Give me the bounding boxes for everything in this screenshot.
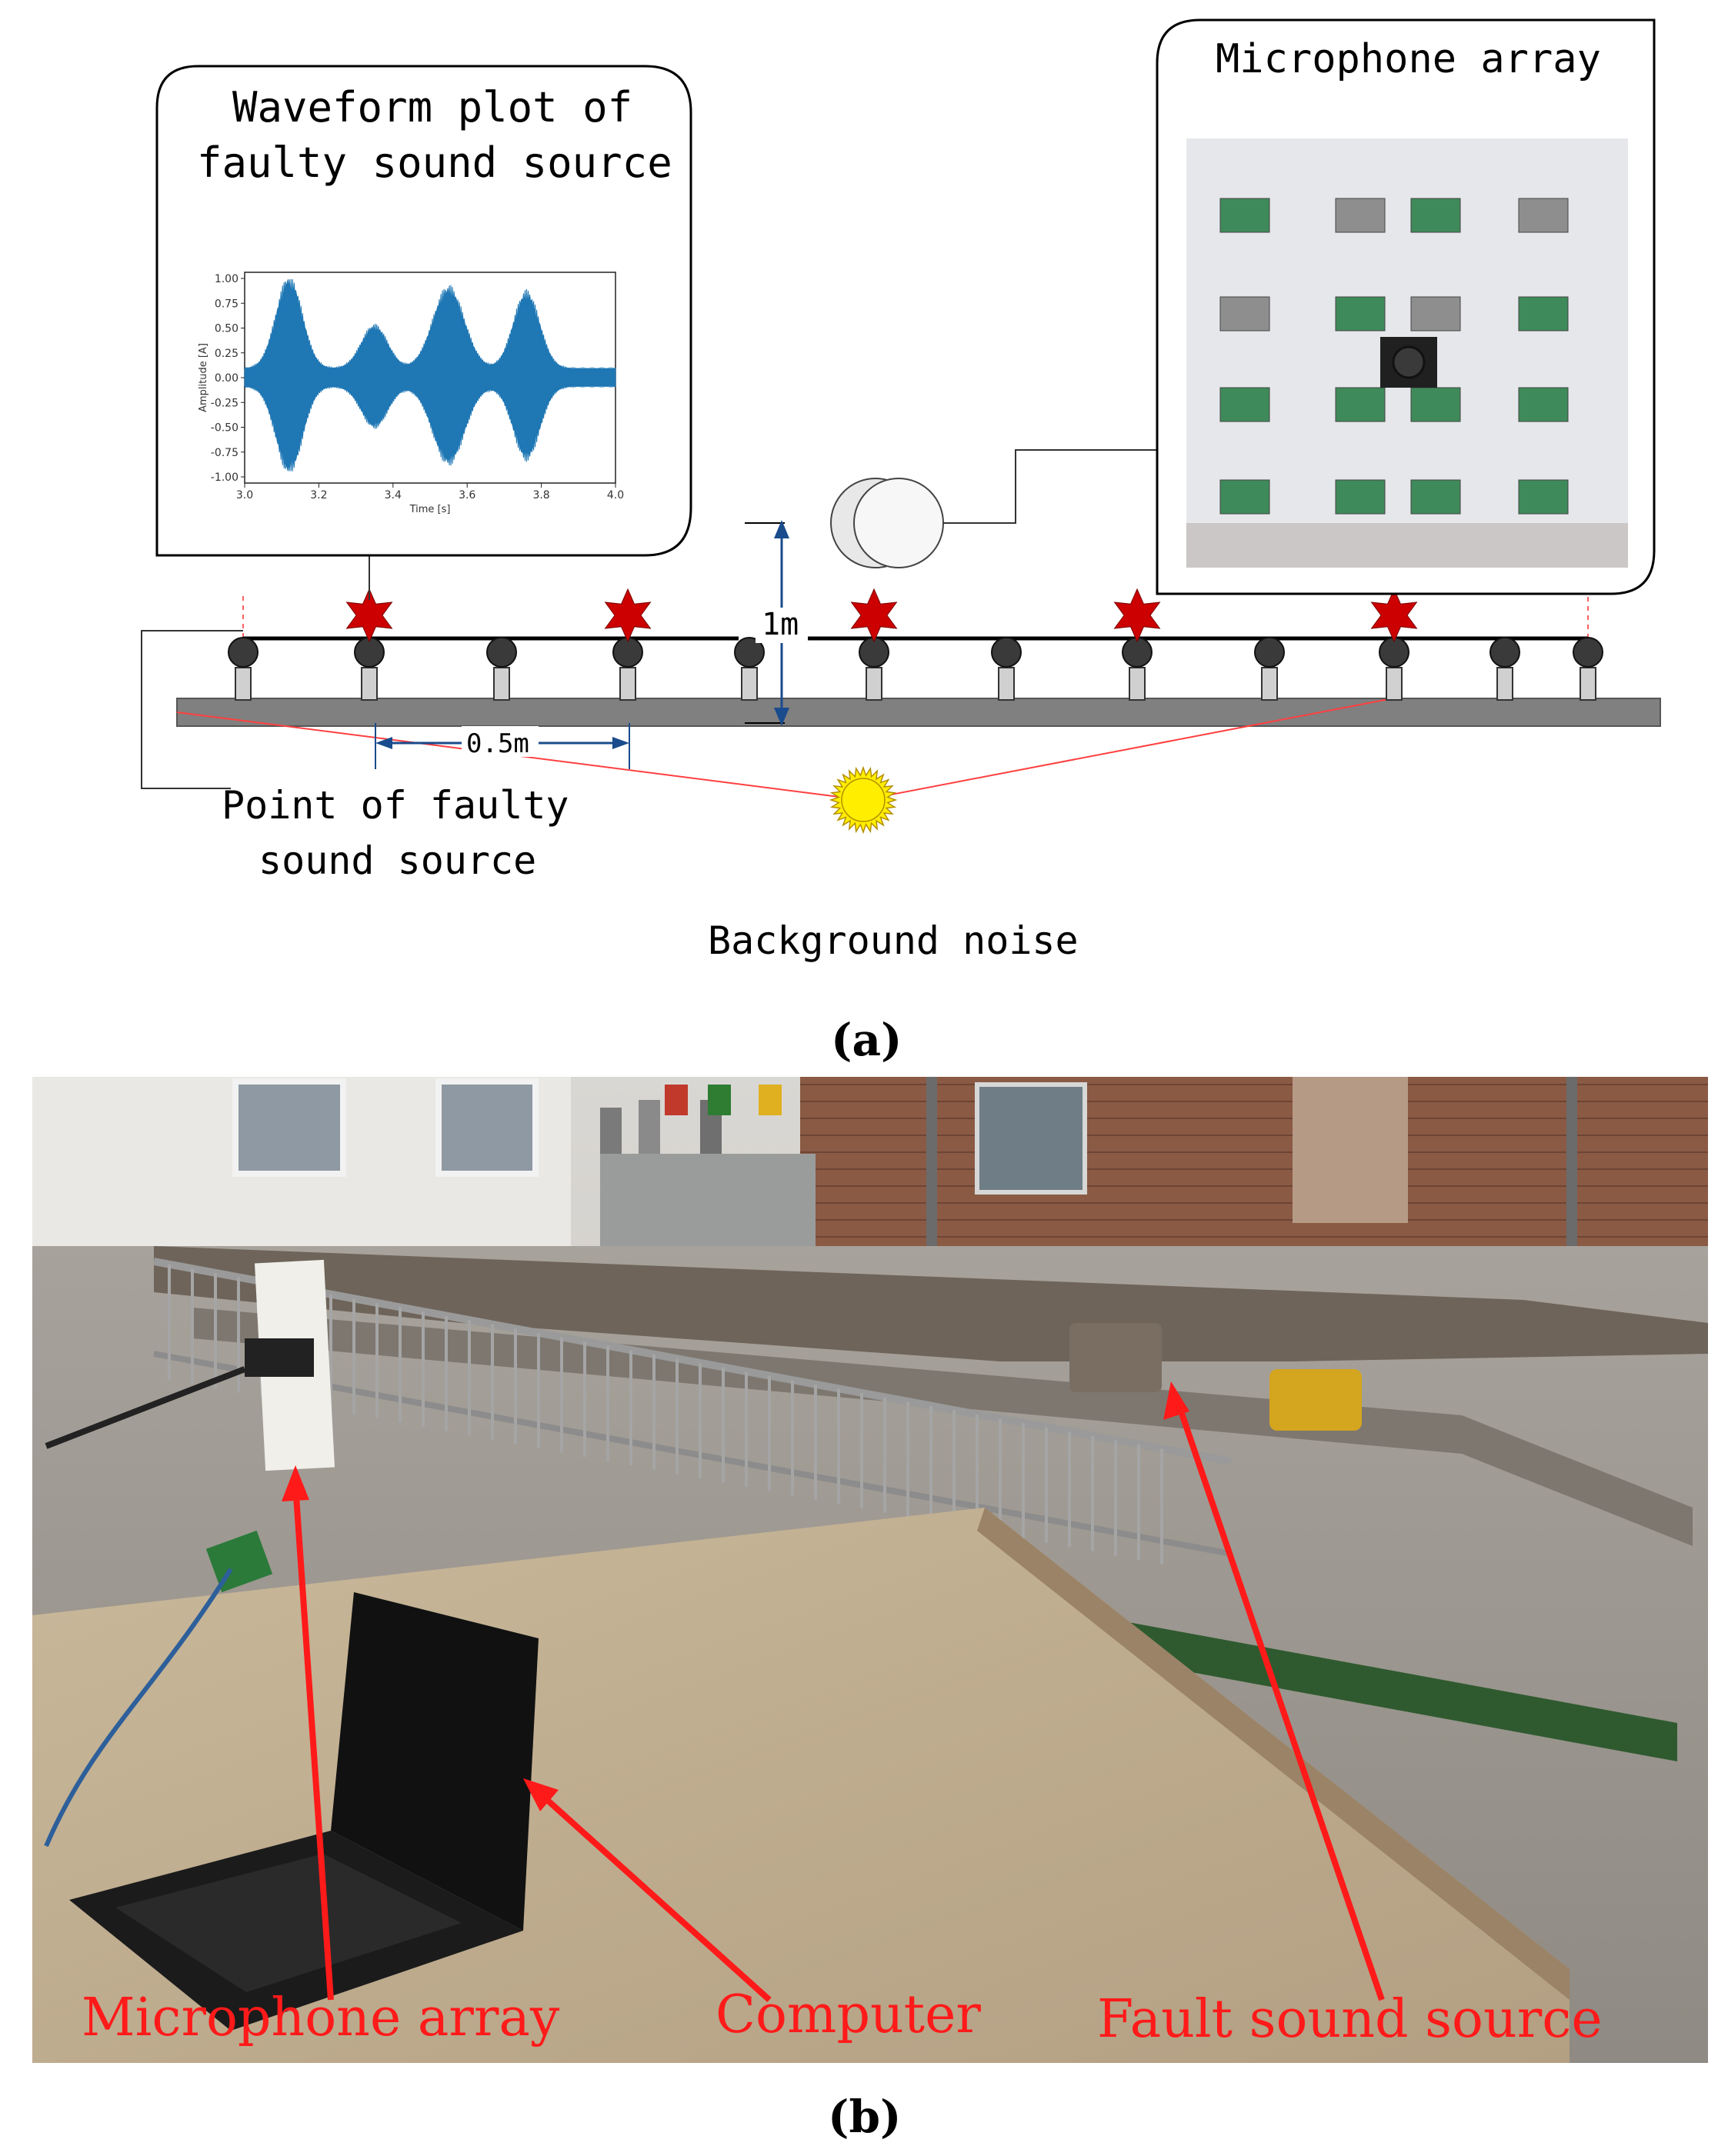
panel-b-caption: (b)	[828, 2091, 901, 2143]
waveform-box-title-line1: Waveform plot of	[232, 83, 632, 132]
fence-rails	[153, 1258, 1232, 1565]
mic-module	[1335, 479, 1386, 515]
fault-point-label-line1: Point of faulty	[222, 783, 569, 828]
waveform-ylabel: Amplitude [A]	[198, 343, 209, 412]
idler-roller	[1489, 637, 1520, 668]
distance-vertical-label: 1m	[762, 607, 799, 642]
idler-post	[1386, 667, 1403, 701]
waveform-xtick-label: 4.0	[607, 489, 624, 502]
waveform-callout-box: Waveform plot of faulty sound source 1.0…	[155, 65, 692, 557]
mic-module	[1219, 479, 1270, 515]
waveform-y-ticks: 1.00 0.75 0.50 0.25 0.00 -0.25 -0.50 -0.75 -1.00	[211, 273, 245, 484]
waveform-xtick-label: 3.2	[310, 489, 327, 502]
waveform-xtick-label: 3.8	[532, 489, 549, 502]
laptop	[69, 1592, 539, 2031]
conveyor-belt-photo	[154, 1246, 1708, 1361]
idler-post	[1580, 667, 1596, 701]
waveform-ytick-label: 0.50	[215, 323, 239, 335]
idler-post	[1261, 667, 1278, 701]
vertical-dimension: 1m	[745, 520, 808, 726]
waveform-x-ticks: 3.0 3.2 3.4 3.6 3.8 4.0	[236, 483, 624, 502]
fault-star-icon	[1370, 588, 1418, 643]
distance-horizontal-label: 0.5m	[466, 728, 529, 759]
mic-module	[1410, 387, 1461, 422]
mic-module	[1410, 198, 1461, 233]
microphone-device	[830, 478, 944, 568]
waveform-xtick-label: 3.4	[385, 489, 402, 502]
mic-module	[1335, 296, 1386, 332]
photo-label-fault-sound-source: Fault sound source	[1097, 1989, 1603, 2050]
idler-post	[1129, 667, 1146, 701]
waveform-plot: 1.00 0.75 0.50 0.25 0.00 -0.25 -0.50 -0.75 -1.00…	[198, 272, 624, 515]
background-noise-sun-icon	[829, 765, 898, 835]
waveform-ytick-label: -0.75	[211, 447, 239, 459]
mic-module	[1518, 387, 1569, 422]
background-noise-label: Background noise	[708, 918, 1079, 963]
waveform-ytick-label: -0.50	[211, 422, 239, 435]
panel-a-diagram: 1m 0.5m Point of faulty sound source Bac…	[141, 18, 1661, 1066]
waveform-ytick-label: -0.25	[211, 397, 239, 409]
idler-roller	[228, 637, 259, 668]
annotation-arrows	[282, 1381, 1385, 2002]
horizontal-dimension: 0.5m	[375, 723, 630, 769]
waveform-ytick-label: 0.00	[215, 372, 239, 385]
conveyor-base-rail	[176, 698, 1661, 727]
fault-star-icon	[1113, 588, 1161, 643]
panel-a-caption: (a)	[831, 1014, 902, 1066]
idler-roller	[486, 637, 517, 668]
waveform-xtick-label: 3.6	[459, 489, 475, 502]
waveform-xlabel: Time [s]	[409, 504, 451, 515]
waveform-ytick-label: 0.75	[215, 298, 239, 310]
fault-stars	[345, 588, 1418, 643]
mic-module	[1410, 479, 1461, 515]
mic-connector-line	[943, 449, 1157, 524]
idler-post	[361, 667, 378, 701]
idler-roller	[1254, 637, 1285, 668]
fault-device	[1269, 1369, 1362, 1431]
panel-b-photo: Microphone array Computer Fault sound so…	[32, 1077, 1708, 2143]
fault-star-icon	[850, 588, 898, 643]
photo-label-microphone-array: Microphone array	[82, 1988, 560, 2048]
idler-post	[493, 667, 510, 701]
mic-array-callout-box: Microphone array	[1156, 18, 1656, 595]
idler-post	[1496, 667, 1513, 701]
idler-post	[866, 667, 882, 701]
mic-array-modules	[1219, 198, 1569, 515]
idler-post	[619, 667, 636, 701]
mic-module	[1518, 479, 1569, 515]
waveform-ytick-label: 1.00	[215, 273, 239, 285]
waveform-ytick-label: 0.25	[215, 348, 239, 360]
idler-post	[998, 667, 1015, 701]
waveform-series	[244, 278, 616, 472]
waveform-xtick-label: 3.0	[236, 489, 253, 502]
mic-module	[1219, 296, 1270, 332]
idler-roller	[1573, 637, 1603, 668]
waveform-box-title-line2: faulty sound source	[197, 138, 672, 187]
photo-label-computer: Computer	[716, 1984, 981, 2045]
fault-star-icon	[604, 588, 652, 643]
idler-roller	[734, 637, 765, 668]
idler-roller	[991, 637, 1022, 668]
fault-point-label-line2: sound source	[259, 838, 536, 883]
idler-post	[741, 667, 758, 701]
mic-array-box-title: Microphone array	[1216, 36, 1601, 82]
waveform-ytick-label: -1.00	[211, 472, 239, 484]
fault-star-icon	[345, 588, 393, 643]
fault-point-bracket	[141, 630, 243, 789]
idler-rollers	[228, 637, 1603, 701]
mic-module	[1335, 198, 1386, 233]
mic-module	[1219, 387, 1270, 422]
mic-module	[1219, 198, 1270, 233]
mic-module	[1335, 387, 1386, 422]
idler-post	[235, 667, 252, 701]
noise-guide-line-right	[862, 698, 1393, 801]
mic-module	[1518, 296, 1569, 332]
mic-module	[1410, 296, 1461, 332]
sun-core	[841, 778, 886, 822]
mic-module	[1518, 198, 1569, 233]
